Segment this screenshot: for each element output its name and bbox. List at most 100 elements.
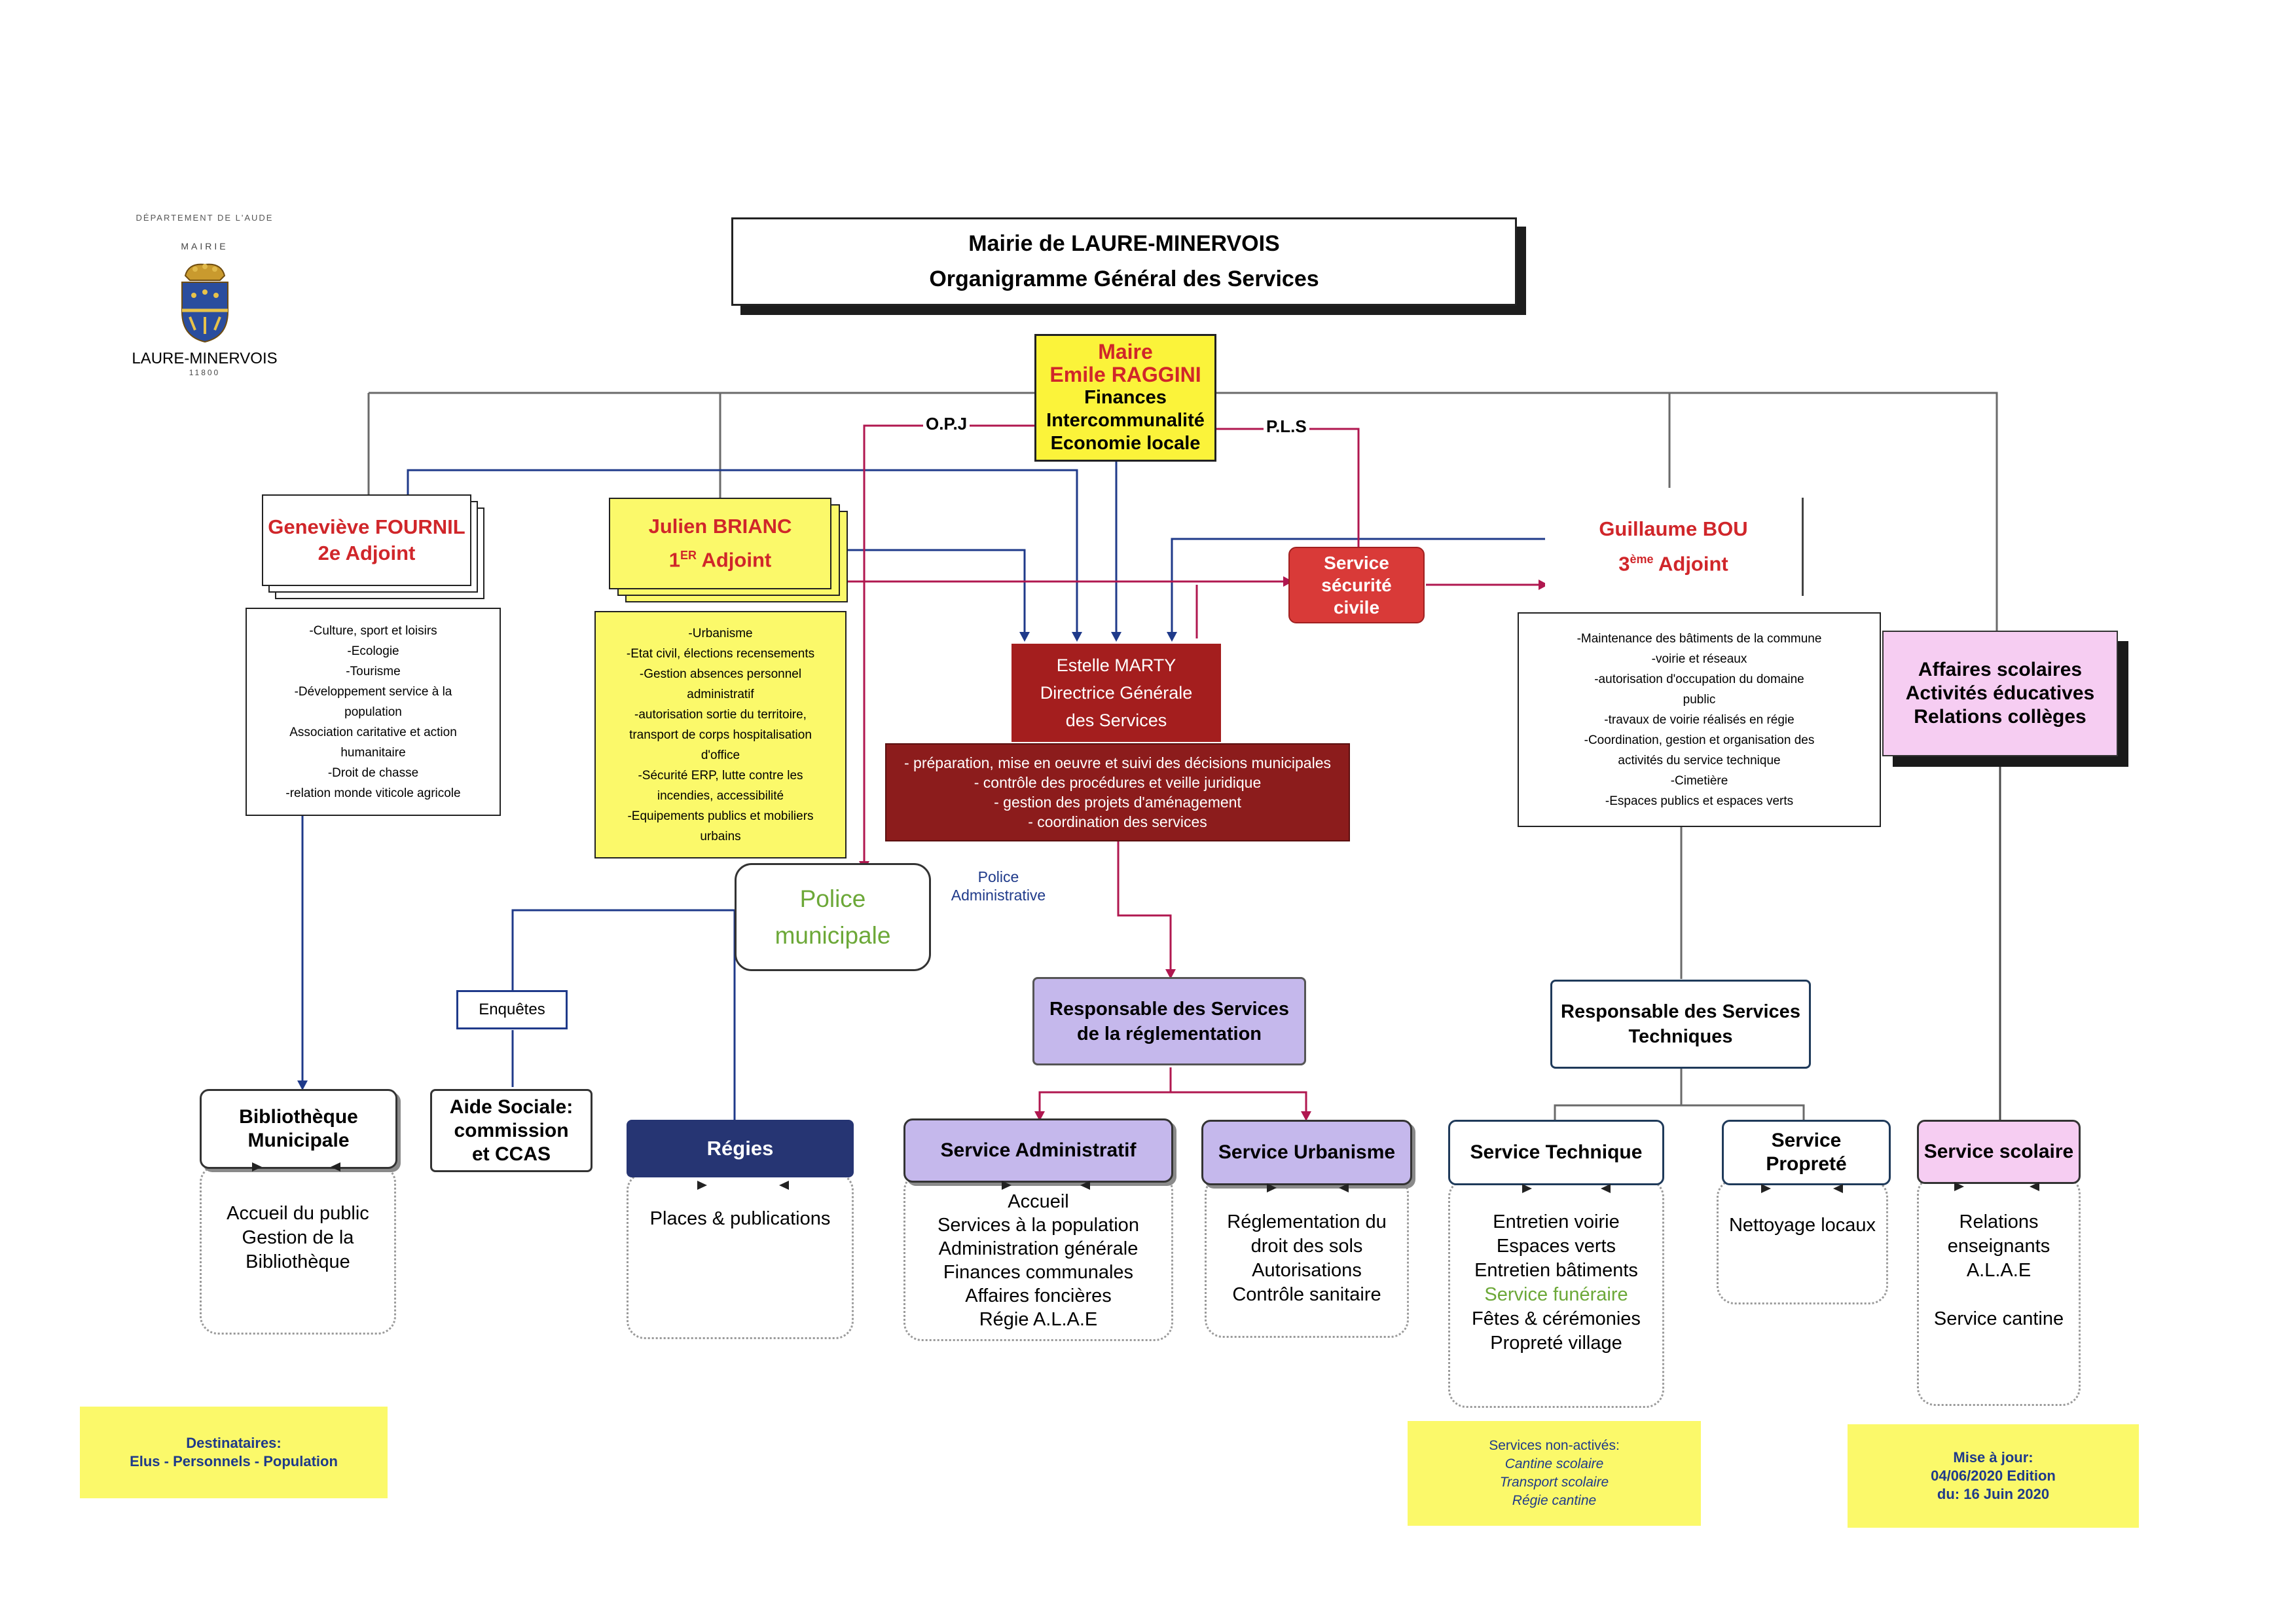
duty-item: activités du service technique [1618,753,1781,767]
aide-sociale-line2: commission [454,1119,569,1141]
adjoint1-duties: -Urbanisme -Etat civil, élections recens… [594,611,847,858]
bibliotheque-box: Bibliothèque Municipale [200,1089,397,1169]
service-item: Relations [1959,1211,2039,1232]
service-item: Accueil [1008,1191,1069,1212]
adjoint1-title-sup: ER [680,549,697,563]
service-item: Bibliothèque [246,1251,350,1272]
mayor-name: Emile RAGGINI [1049,363,1201,386]
scolaire-head-box: Affaires scolaires Activités éducatives … [1882,631,2118,756]
service-item: Finances communales [943,1262,1134,1283]
service-item: droit des sols [1250,1236,1363,1257]
duty-item: -Développement service à la [294,684,452,699]
duty-item: urbains [700,829,741,843]
securite-line3: civile [1333,597,1380,618]
bibliotheque-services: Accueil du public Gestion de la Biblioth… [200,1164,396,1335]
maj-line2: 04/06/2020 Edition [1931,1467,2056,1484]
non-actives-title: Services non-activés: [1489,1438,1620,1453]
town-logo: DÉPARTEMENT DE L'AUDE MAIRIE LAURE-MINER… [124,196,285,393]
duty-item: incendies, accessibilité [657,788,784,803]
service-item: Service cantine [1933,1308,2064,1329]
department-label: DÉPARTEMENT DE L'AUDE [136,212,274,223]
duty-item: -Ecologie [347,644,399,658]
duty-item: -autorisation sortie du territoire, [634,707,807,722]
service-item: Entretien bâtiments [1474,1260,1638,1281]
duty-item: -Sécurité ERP, lutte contre les [638,768,803,783]
duty-item: -voirie et réseaux [1651,652,1747,666]
urbanisme-services: Réglementation du droit des sols Autoris… [1205,1175,1409,1338]
adjoint2-title: 2e Adjoint [318,542,416,564]
destinataires-note: Destinataires: Elus - Personnels - Popul… [80,1407,388,1498]
line-mayor-tree [367,392,1998,632]
service-item: A.L.A.E [1966,1260,2032,1281]
duty-item: -Coordination, gestion et organisation d… [1584,733,1815,747]
service-item: Affaires foncières [965,1285,1112,1306]
town-name: LAURE-MINERVOIS [132,349,278,367]
technique-box: Service Technique [1448,1120,1664,1185]
service-item: Contrôle sanitaire [1232,1284,1381,1305]
non-actives-item: Régie cantine [1512,1493,1597,1508]
duty-item: d'office [701,748,740,762]
line-dgs-resp [1117,841,1172,976]
service-item: Régie A.L.A.E [979,1309,1098,1330]
line-pls [1211,428,1360,547]
service-item: Réglementation du [1227,1211,1387,1232]
line-navy-bou [1171,538,1545,638]
adjoint2-duties: -Culture, sport et loisirs -Ecologie -To… [246,608,501,816]
police-admin-line1: Police [977,868,1019,885]
line-resp-services [1038,1067,1307,1118]
service-item: Entretien voirie [1493,1211,1620,1232]
resp-techniques-box: Responsable des Services Techniques [1550,980,1811,1069]
scolaire-head-line1: Affaires scolaires [1918,659,2083,680]
service-item: Administration générale [938,1238,1139,1259]
duty-item: - préparation, mise en oeuvre et suivi d… [904,754,1331,771]
non-actives-item: Cantine scolaire [1504,1456,1604,1471]
postcode: 11800 [189,367,221,377]
title-line1: Mairie de LAURE-MINERVOIS [968,231,1280,256]
coat-of-arms-icon [181,263,228,342]
service-item: Fêtes & cérémonies [1472,1308,1641,1329]
duty-item: Association caritative et action [289,725,457,739]
non-actives-note: Services non-activés: Cantine scolaire T… [1408,1421,1701,1526]
regies-box: Régies [627,1120,854,1177]
service-item: Places & publications [649,1208,831,1229]
duty-item: humanitaire [340,745,406,760]
scolaire-head-line2: Activités éducatives [1905,682,2095,704]
title-box: Mairie de LAURE-MINERVOIS Organigramme G… [731,217,1517,306]
dgs-title1: Directrice Générale [1040,683,1193,703]
resp-reg-line2: de la réglementation [1076,1023,1262,1044]
resp-tech-line2: Techniques [1628,1026,1733,1047]
label-pls: P.L.S [1264,416,1309,437]
dgs-name: Estelle MARTY [1056,655,1176,675]
police-admin-line2: Administrative [951,887,1046,904]
adjoint2-box: Geneviève FOURNIL 2e Adjoint [262,494,471,586]
adjoint2-name: Geneviève FOURNIL [268,515,465,538]
service-item: Accueil du public [227,1203,369,1224]
duty-item: - gestion des projets d'aménagement [994,794,1241,811]
duty-item: public [1683,692,1716,707]
mayor-role: Maire [1098,340,1153,363]
adjoint1-title-prefix: 1 [668,548,680,572]
service-item: enseignants [1947,1236,2050,1257]
duty-item: -autorisation d'occupation du domaine [1594,672,1804,686]
adjoint3-title-suffix: Adjoint [1653,552,1728,576]
scolaire-services: Relations enseignants A.L.A.E Service ca… [1917,1175,2081,1406]
duty-item: -Maintenance des bâtiments de la commune [1576,631,1822,646]
service-item: Gestion de la [242,1227,354,1248]
duty-item: -Tourisme [346,664,401,678]
label-opj: O.P.J [923,414,970,434]
securite-civile-box: Service sécurité civile [1288,547,1425,623]
scolaire-head-line3: Relations collèges [1914,706,2086,728]
duty-item: -relation monde viticole agricole [285,786,461,800]
duty-item: administratif [687,687,754,701]
bibliotheque-line1: Bibliothèque [239,1106,358,1128]
adjoint3-title-sup: ème [1630,553,1654,566]
resp-reglementation-box: Responsable des Services de la réglement… [1032,977,1306,1065]
aide-sociale-line3: et CCAS [471,1143,551,1165]
duty-item: -Equipements publics et mobiliers [627,809,814,823]
proprete-line2: Propreté [1766,1153,1847,1175]
duty-item: - coordination des services [1028,813,1207,830]
service-item: Nettoyage locaux [1728,1215,1876,1236]
urbanisme-box: Service Urbanisme [1201,1120,1412,1185]
